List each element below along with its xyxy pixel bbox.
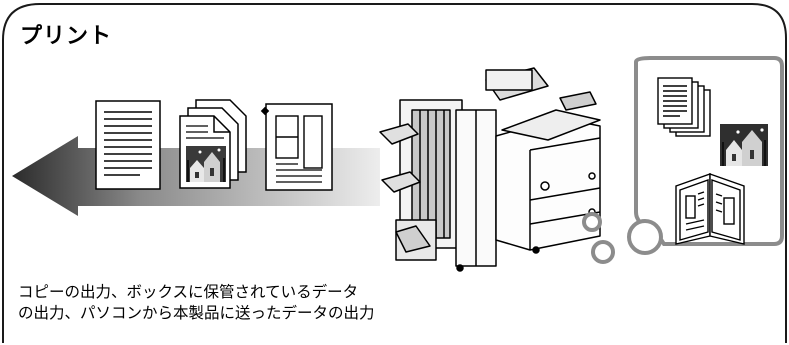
- caption: コピーの出力、ボックスに保管されているデータ の出力、パソコンから本製品に送った…: [18, 282, 375, 324]
- booklet-icon: [675, 173, 745, 245]
- photo-icon: [186, 146, 226, 182]
- frame-border: [2, 3, 787, 343]
- text-document-icon: [95, 100, 161, 190]
- photo-icon: [720, 124, 768, 166]
- document-stack-icon: [657, 77, 711, 137]
- page-title: プリント: [20, 24, 113, 49]
- stacked-photo-document-icon: [179, 99, 247, 189]
- layout-document-icon: [260, 103, 333, 191]
- printer-machine-icon: [379, 67, 601, 272]
- caption-line-1: コピーの出力、ボックスに保管されているデータ: [18, 283, 359, 301]
- caption-line-2: の出力、パソコンから本製品に送ったデータの出力: [18, 304, 375, 322]
